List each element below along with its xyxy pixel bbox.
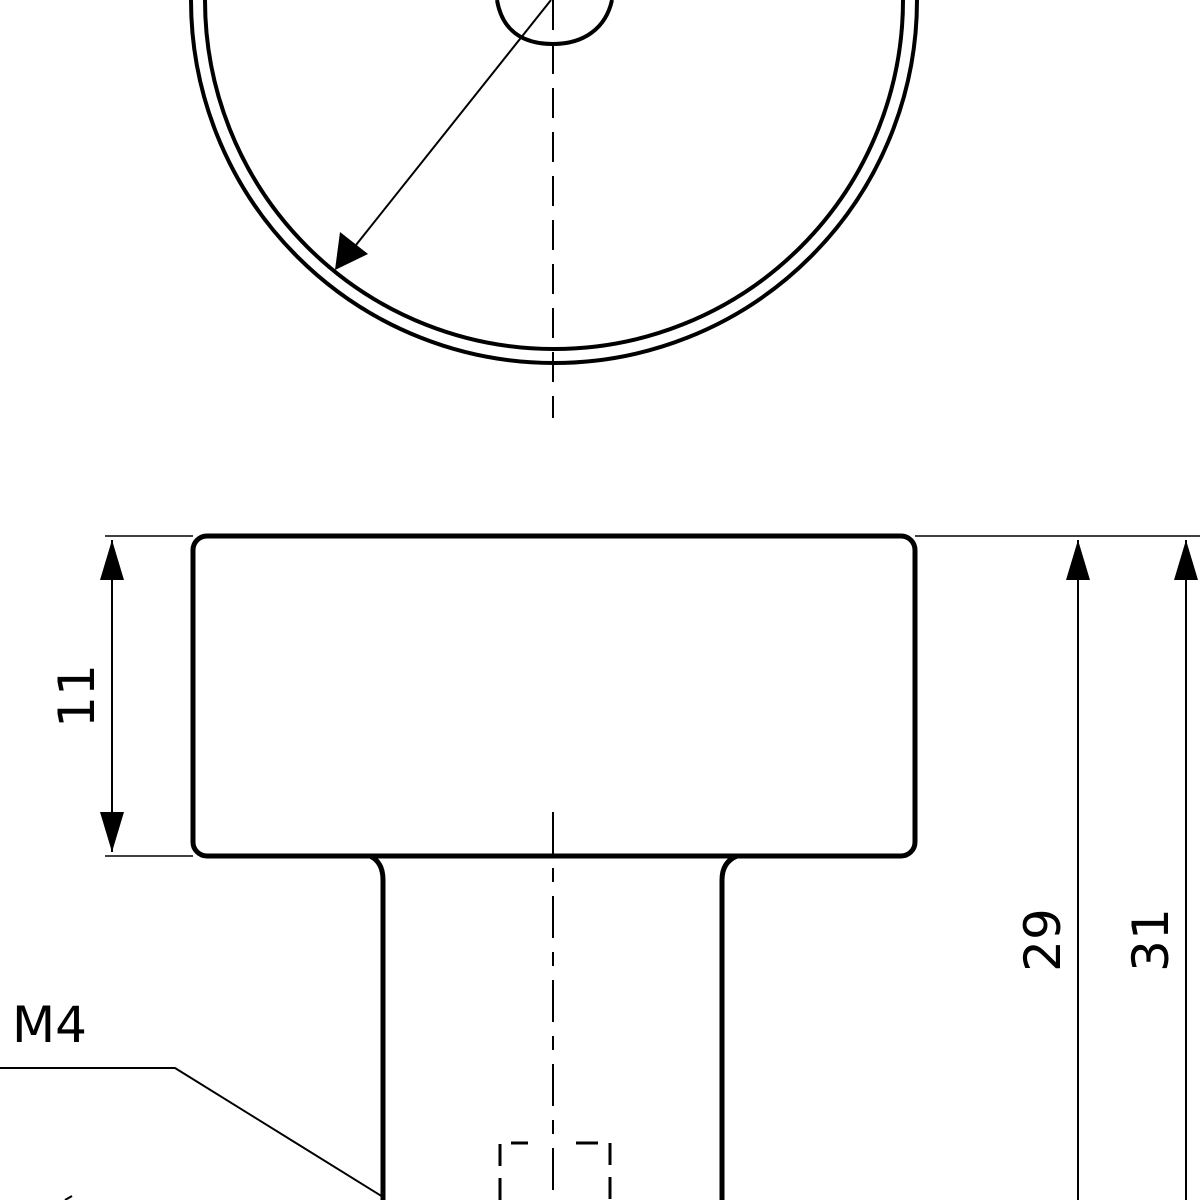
dimension-label-29: 29 [1014, 908, 1072, 972]
radius-dimension [335, 0, 552, 270]
arrowhead-11-bottom [100, 812, 124, 852]
thread-hidden-lines [498, 1141, 612, 1200]
shaft [368, 853, 739, 1200]
dimension-label-11: 11 [48, 664, 106, 728]
thread-leader-partial [64, 1195, 73, 1200]
shaft-right-edge [719, 853, 739, 1200]
radius-arrowhead [335, 232, 368, 270]
dimension-31: 31 [1122, 540, 1198, 1200]
arrowhead-29-top [1066, 540, 1090, 580]
top-view-inner-circle [203, 0, 905, 351]
thread-callout: M4 [0, 996, 384, 1200]
shaft-left-edge [368, 853, 386, 1200]
arrowhead-31-top [1174, 540, 1198, 580]
thread-hidden-right [576, 1141, 612, 1200]
dimension-label-31: 31 [1122, 908, 1180, 972]
top-view-center-hole [495, 0, 614, 47]
dimension-29: 29 [1014, 540, 1090, 1200]
dimension-head-height: 11 [48, 535, 193, 857]
arrowhead-11-top [100, 540, 124, 580]
thread-leader-line [0, 1067, 384, 1198]
knob-head [190, 533, 918, 859]
radius-leader-line [351, 0, 552, 251]
thread-hidden-left [498, 1141, 528, 1200]
thread-callout-label: M4 [12, 996, 87, 1054]
